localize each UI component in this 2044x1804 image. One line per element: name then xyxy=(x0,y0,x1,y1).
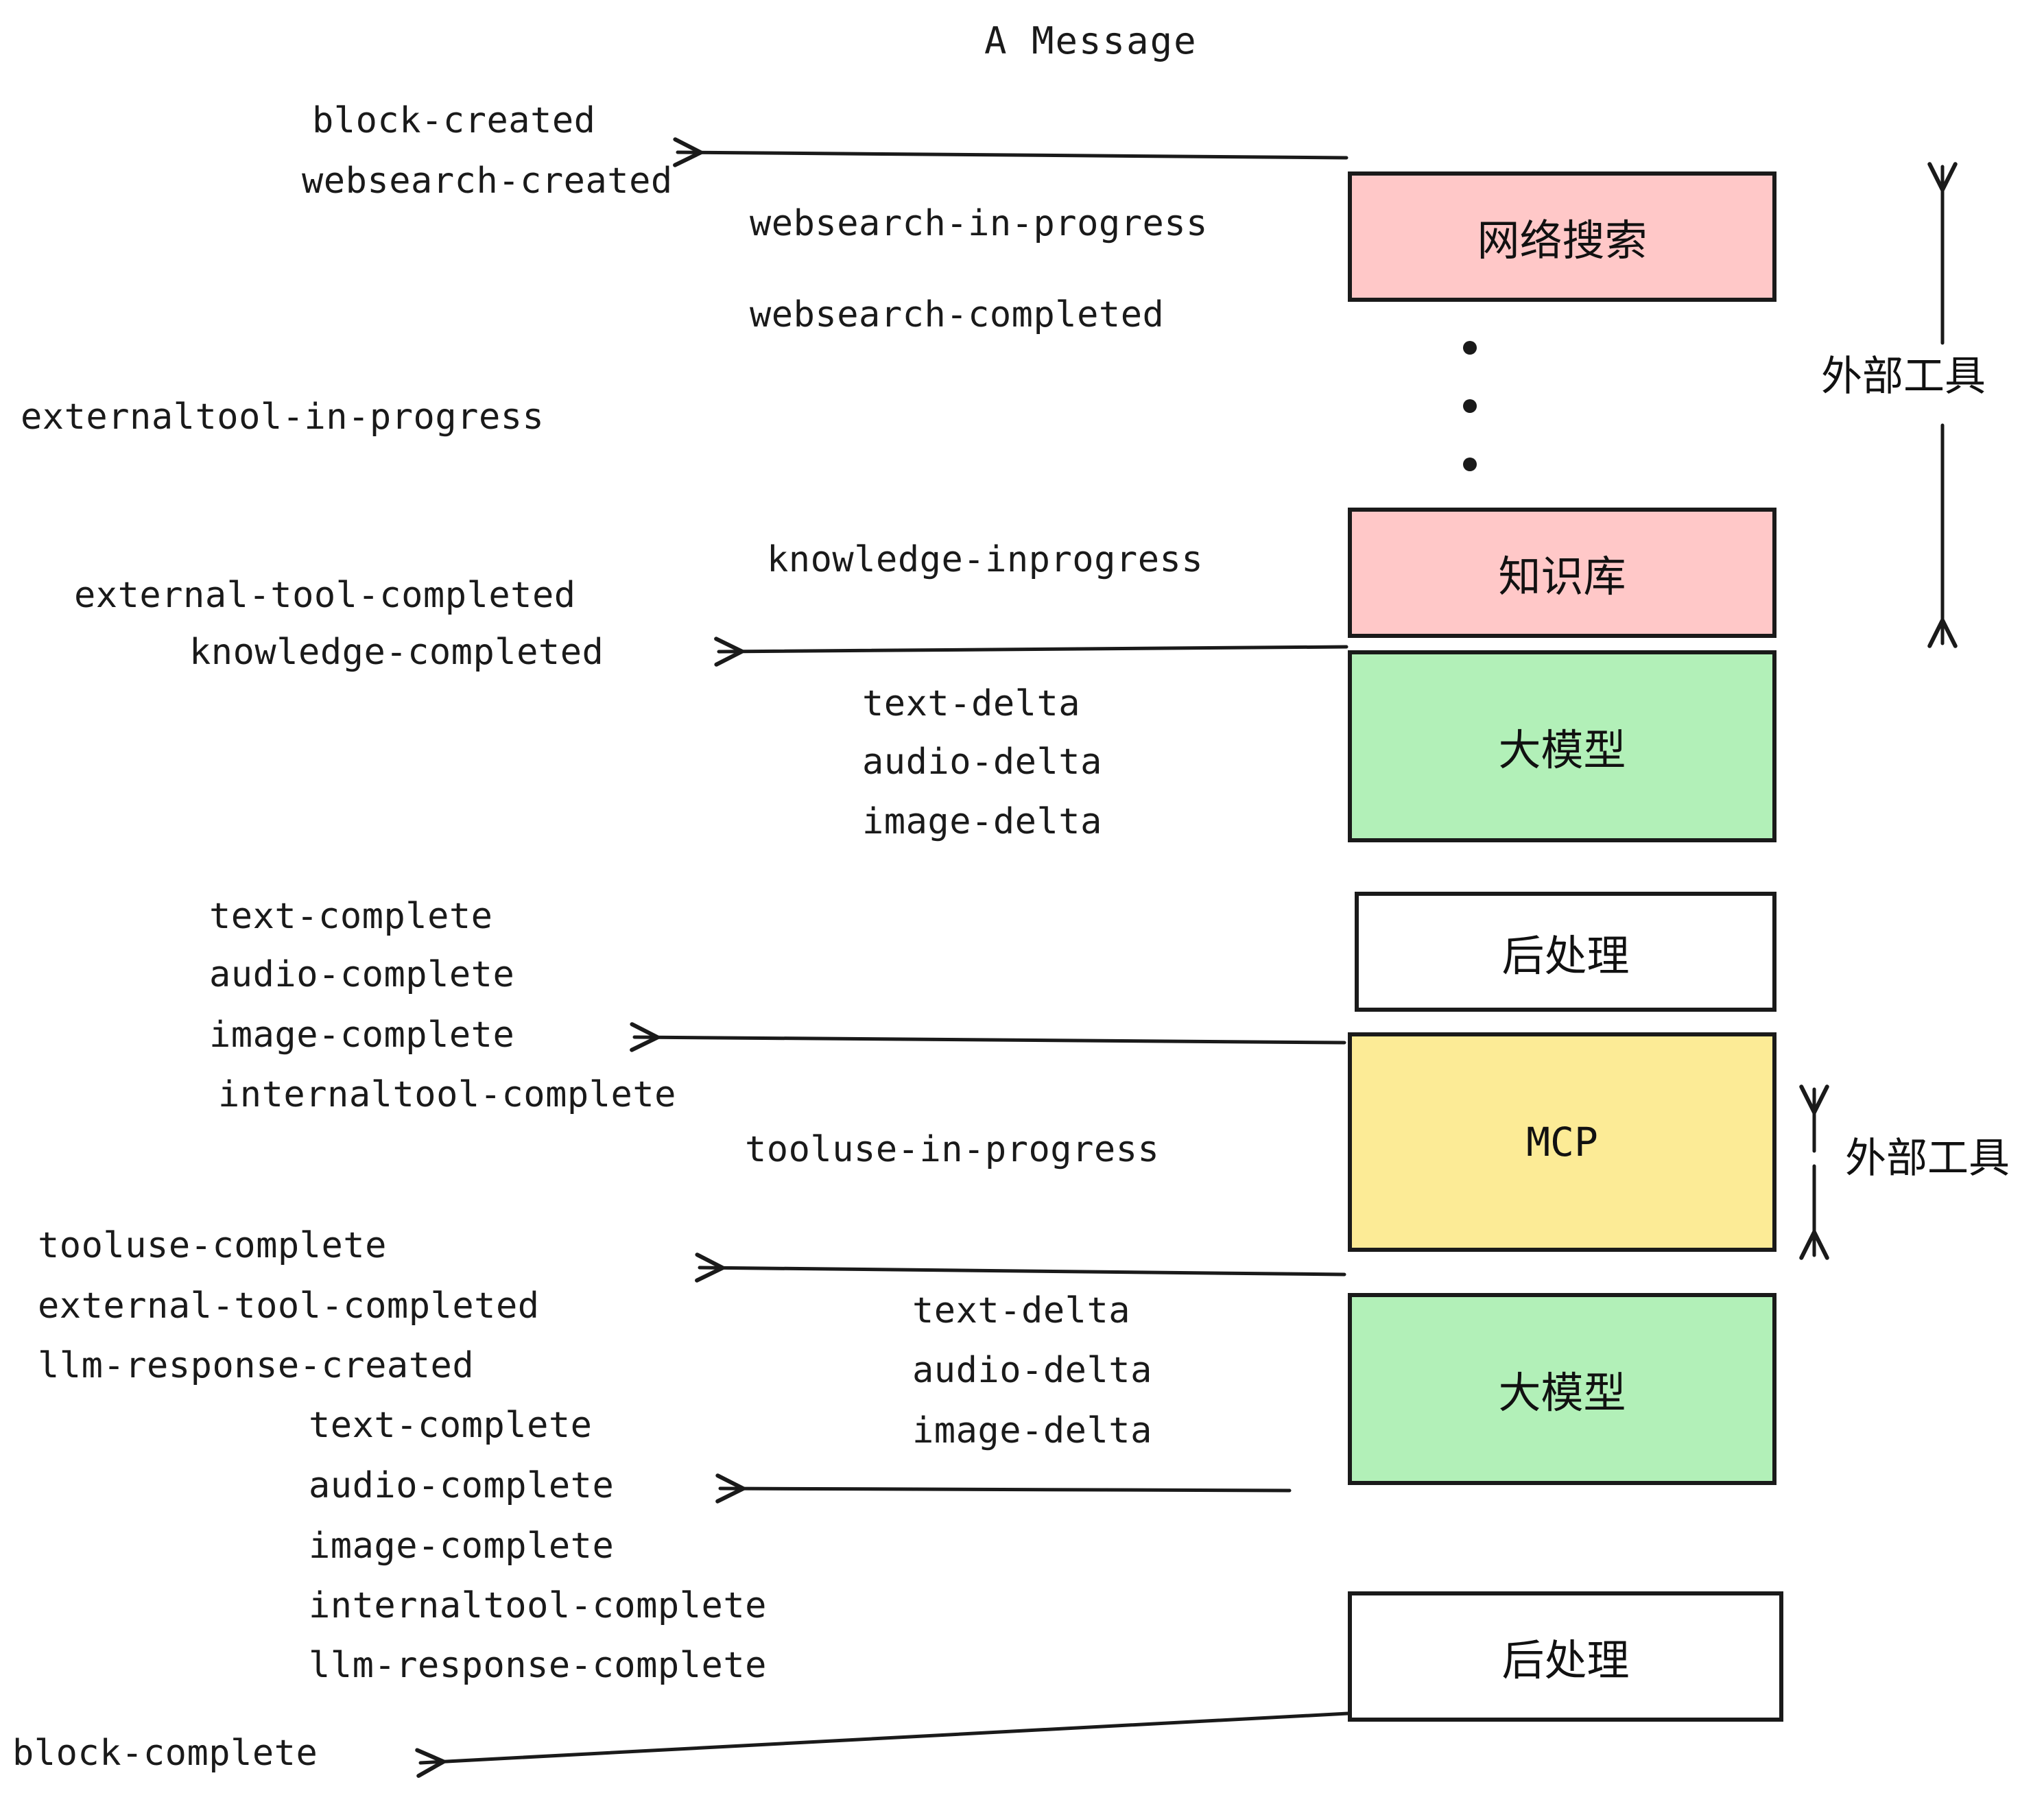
node-llm-first[interactable]: 大模型 xyxy=(1348,650,1776,842)
arrow-block-created xyxy=(673,137,1348,167)
event-label-audio-complete-1: audio-complete xyxy=(209,954,515,995)
event-label-audio-delta-2: audio-delta xyxy=(912,1350,1152,1391)
page-title: A Message xyxy=(984,19,1198,62)
event-label-llm-response-complete: llm-response-complete xyxy=(309,1645,767,1686)
event-label-image-delta-1: image-delta xyxy=(862,801,1102,842)
event-label-text-complete-2: text-complete xyxy=(309,1405,593,1446)
event-label-block-complete: block-complete xyxy=(12,1733,318,1774)
event-label-image-delta-2: image-delta xyxy=(912,1410,1152,1451)
ellipsis-dot xyxy=(1463,458,1477,471)
group-label-external-tools-bottom: 外部工具 xyxy=(1845,1135,2010,1183)
arrow-block-complete xyxy=(415,1711,1350,1778)
event-label-knowledge-inprogress: knowledge-inprogress xyxy=(767,539,1204,580)
node-mcp[interactable]: MCP xyxy=(1348,1032,1776,1252)
arrow-tooluse-complete xyxy=(695,1253,1346,1283)
event-label-externaltool-in-progress: externaltool-in-progress xyxy=(21,396,545,438)
arrow-audio-complete xyxy=(715,1473,1292,1504)
event-label-knowledge-completed: knowledge-completed xyxy=(189,632,604,673)
node-postprocess-first[interactable]: 后处理 xyxy=(1355,892,1776,1012)
node-knowledge[interactable]: 知识库 xyxy=(1348,508,1776,638)
arrow-image-complete xyxy=(630,1022,1346,1052)
node-llm-second[interactable]: 大模型 xyxy=(1348,1293,1776,1485)
event-label-internaltool-complete-1: internaltool-complete xyxy=(218,1074,676,1115)
event-label-websearch-in-progress: websearch-in-progress xyxy=(750,203,1208,244)
event-label-internaltool-complete-2: internaltool-complete xyxy=(309,1585,767,1626)
event-label-tooluse-in-progress: tooluse-in-progress xyxy=(745,1129,1160,1170)
event-label-image-complete-2: image-complete xyxy=(309,1526,615,1567)
arrow-knowledge-completed xyxy=(714,637,1348,667)
event-label-external-tool-completed-2: external-tool-completed xyxy=(38,1285,540,1327)
vertical-ellipsis-dots xyxy=(1461,341,1479,471)
node-websearch[interactable]: 网络搜索 xyxy=(1348,171,1776,302)
ellipsis-dot xyxy=(1463,399,1477,413)
node-postprocess-second[interactable]: 后处理 xyxy=(1348,1591,1783,1722)
event-label-text-delta-1: text-delta xyxy=(862,683,1081,724)
event-label-external-tool-completed-1: external-tool-completed xyxy=(74,575,576,616)
event-label-audio-complete-2: audio-complete xyxy=(309,1465,615,1506)
event-label-text-delta-2: text-delta xyxy=(912,1290,1131,1331)
ellipsis-dot xyxy=(1463,341,1477,355)
event-label-audio-delta-1: audio-delta xyxy=(862,741,1102,783)
event-label-websearch-completed: websearch-completed xyxy=(750,294,1165,335)
group-label-external-tools-top: 外部工具 xyxy=(1821,353,1986,401)
event-label-block-created: block-created xyxy=(312,100,596,141)
event-label-tooluse-complete: tooluse-complete xyxy=(38,1225,387,1266)
event-label-llm-response-created: llm-response-created xyxy=(38,1345,475,1386)
event-label-image-complete-1: image-complete xyxy=(209,1014,515,1056)
event-label-websearch-created: websearch-created xyxy=(302,161,673,202)
event-label-text-complete-1: text-complete xyxy=(209,896,493,937)
